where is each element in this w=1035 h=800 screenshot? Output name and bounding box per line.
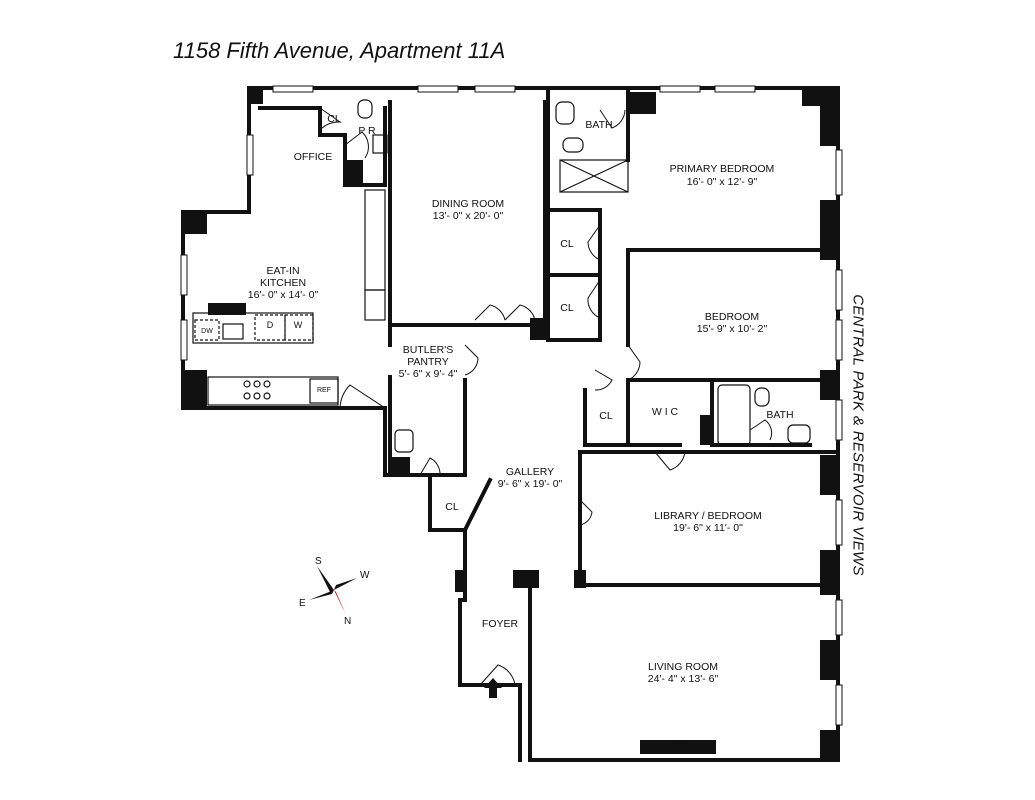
compass-n: N [344, 616, 351, 627]
fixture-labels: DW D W REF FP [201, 320, 684, 749]
dishwasher-label: DW [201, 328, 213, 335]
closet-labels: CL CL CL CL CL [327, 113, 613, 513]
windows [180, 85, 843, 726]
foyer-label: FOYER [482, 618, 519, 630]
wall-blocks [183, 88, 838, 760]
kitchen-label-2: KITCHEN [260, 277, 306, 289]
closet-dining-1: CL [560, 238, 574, 250]
dryer-label: D [267, 320, 274, 330]
bath-1-label: BATH [585, 119, 612, 131]
pr-label: P R [358, 125, 376, 137]
pantry-label-2: PANTRY [407, 356, 449, 368]
bath-fixtures [357, 99, 811, 453]
plan-title: 1158 Fifth Avenue, Apartment 11A [173, 38, 506, 63]
pantry-dims: 5'- 6" x 9'- 4" [399, 368, 458, 380]
primary-bedroom-dims: 16'- 0" x 12'- 9" [687, 176, 758, 188]
refrigerator-label: REF [317, 387, 331, 394]
compass-w: W [360, 570, 370, 581]
dining-room-dims: 13'- 0" x 20'- 0" [433, 210, 504, 222]
wic-label: W I C [652, 406, 679, 418]
gallery-label: GALLERY [506, 466, 554, 478]
kitchen-label-1: EAT-IN [266, 265, 299, 277]
closet-gallery: CL [445, 501, 459, 513]
compass-e: E [299, 598, 306, 609]
gallery-dims: 9'- 6" x 19'- 0" [498, 478, 563, 490]
bath-2-label: BATH [766, 409, 793, 421]
closet-wic-side: CL [599, 410, 613, 422]
pantry-label-1: BUTLER'S [403, 344, 453, 356]
walls [181, 86, 840, 762]
kitchen-dims: 16'- 0" x 14'- 0" [248, 289, 319, 301]
doors [319, 107, 773, 686]
washer-label: W [294, 320, 303, 330]
entry-arrow-icon [484, 678, 502, 698]
library-label: LIBRARY / BEDROOM [654, 510, 762, 522]
kitchen-counters [192, 189, 386, 406]
library-dims: 19'- 6" x 11'- 0" [673, 522, 743, 534]
closet-dining-2: CL [560, 302, 574, 314]
room-labels: OFFICE P R DINING ROOM 13'- 0" x 20'- 0"… [248, 119, 794, 685]
compass-icon: S W E N [299, 556, 370, 627]
compass-s: S [315, 556, 322, 567]
living-room-label: LIVING ROOM [648, 661, 718, 673]
living-room-dims: 24'- 4" x 13'- 6" [648, 673, 719, 685]
bedroom-label: BEDROOM [705, 311, 759, 323]
dining-room-label: DINING ROOM [432, 198, 504, 210]
office-label: OFFICE [294, 151, 333, 163]
fireplace-label: FP [672, 739, 684, 749]
primary-bedroom-label: PRIMARY BEDROOM [670, 163, 775, 175]
closet-office: CL [327, 113, 341, 125]
bedroom-dims: 15'- 9" x 10'- 2" [697, 323, 768, 335]
